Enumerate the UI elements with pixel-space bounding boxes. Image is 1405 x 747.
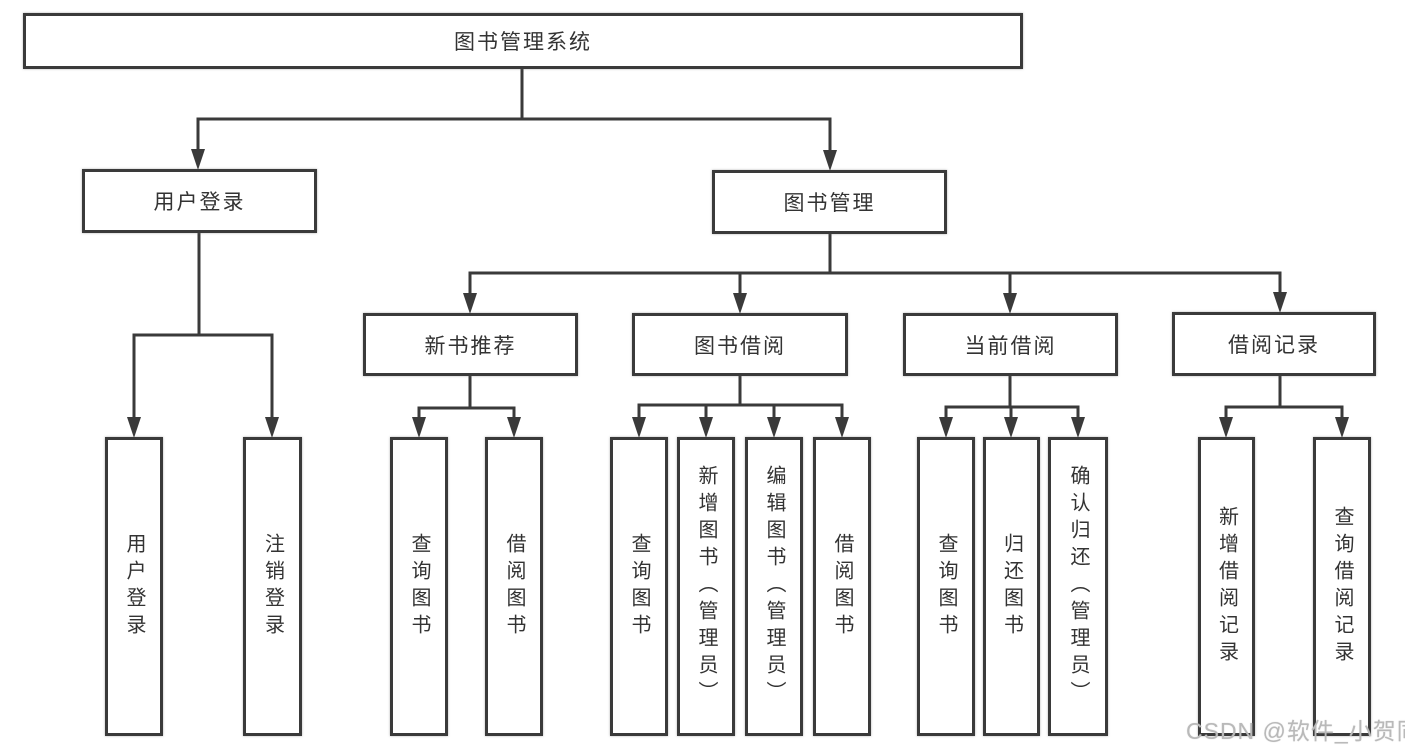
leaf-node-query-books: 查询图书 — [917, 437, 975, 736]
node-root: 图书管理系统 — [23, 13, 1023, 69]
leaf-node-logout: 注销登录 — [243, 437, 302, 736]
leaf-label: 用户登录 — [123, 532, 145, 641]
leaf-label: 查询图书 — [408, 532, 430, 641]
leaf-label: 归还图书 — [1000, 532, 1023, 641]
leaf-label: 查询图书 — [628, 532, 650, 641]
leaf-label: 编辑图书（管理员） — [763, 465, 785, 708]
leaf-label: 查询图书 — [935, 532, 957, 641]
node-new-book-recommend: 新书推荐 — [363, 313, 578, 376]
csdn-watermark: CSDN @软件_小贺同学 — [1186, 718, 1405, 744]
leaf-node-add-books-admin: 新增图书（管理员） — [677, 437, 735, 736]
leaf-label: 新增图书（管理员） — [695, 465, 717, 708]
leaf-label: 注销登录 — [261, 532, 284, 641]
leaf-node-add-borrow-record: 新增借阅记录 — [1198, 437, 1255, 736]
leaf-node-confirm-return-admin: 确认归还（管理员） — [1048, 437, 1108, 736]
leaf-node-edit-books-admin: 编辑图书（管理员） — [745, 437, 803, 736]
node-label: 新书推荐 — [424, 334, 517, 358]
leaf-node-borrow-books: 借阅图书 — [813, 437, 871, 736]
leaf-label: 确认归还（管理员） — [1067, 465, 1089, 708]
node-label: 当前借阅 — [964, 334, 1057, 358]
leaf-node-query-books: 查询图书 — [390, 437, 448, 736]
leaf-label: 借阅图书 — [503, 532, 525, 641]
leaf-label: 新增借阅记录 — [1215, 505, 1238, 668]
node-label: 图书管理 — [783, 192, 876, 215]
leaf-node-user-login: 用户登录 — [105, 437, 163, 736]
node-book-management: 图书管理 — [712, 170, 947, 234]
leaf-node-query-books: 查询图书 — [610, 437, 668, 736]
node-label: 图书借阅 — [694, 334, 786, 358]
node-label: 借阅记录 — [1228, 334, 1320, 357]
leaf-node-borrow-books: 借阅图书 — [485, 437, 543, 736]
leaf-node-query-borrow-record: 查询借阅记录 — [1313, 437, 1371, 736]
leaf-label: 查询借阅记录 — [1331, 505, 1353, 668]
leaf-node-return-books: 归还图书 — [983, 437, 1040, 736]
node-book-borrow: 图书借阅 — [632, 313, 848, 376]
node-current-borrow: 当前借阅 — [903, 313, 1118, 376]
node-label: 用户登录 — [153, 191, 246, 214]
node-root-label: 图书管理系统 — [454, 31, 592, 54]
leaf-label: 借阅图书 — [831, 532, 853, 641]
node-user-login: 用户登录 — [82, 169, 317, 233]
node-borrow-records: 借阅记录 — [1172, 312, 1376, 376]
